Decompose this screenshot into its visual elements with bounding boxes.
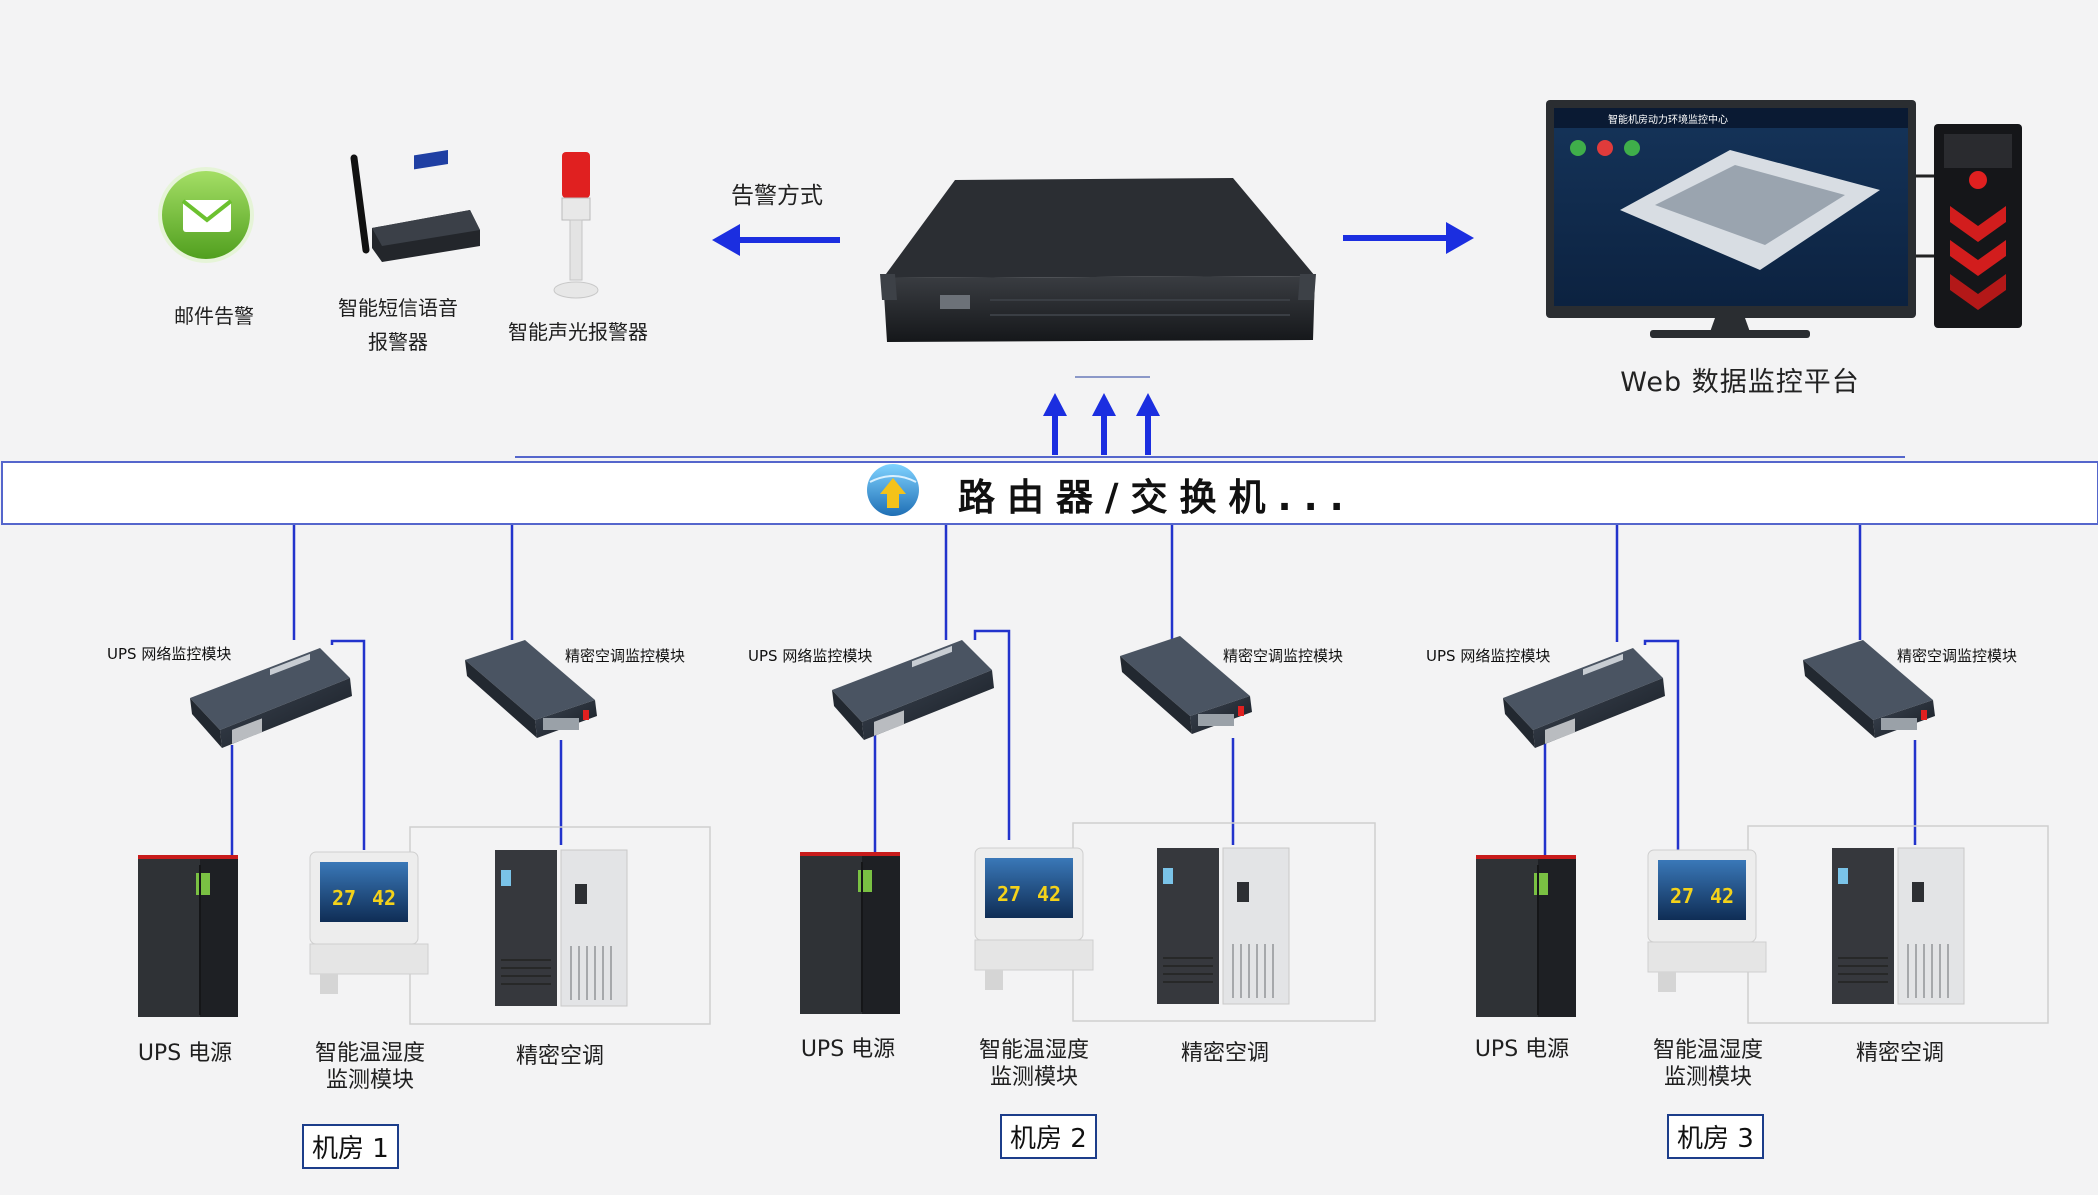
router-switch-bar bbox=[1, 461, 2098, 525]
ac-label-3: 精密空调 bbox=[1855, 1041, 1944, 1066]
beacon-alarm-label: 智能声光报警器 bbox=[508, 320, 648, 344]
alarm-method-label: 告警方式 bbox=[731, 183, 823, 209]
ups-power-label-1: UPS 电源 bbox=[137, 1041, 233, 1066]
th-sensor-1 bbox=[309, 851, 429, 995]
th-humidity-3: 42 bbox=[1710, 884, 1734, 908]
sms-alarm-label-line1: 智能短信语音 bbox=[338, 296, 458, 320]
ac-module-label-1: 精密空调监控模块 bbox=[565, 647, 686, 665]
pc-tower-icon bbox=[1916, 124, 2022, 328]
email-alarm-label: 邮件告警 bbox=[174, 304, 254, 328]
th-label-3-line1: 智能温湿度 bbox=[1652, 1038, 1763, 1063]
ups-cabinet-1 bbox=[137, 854, 239, 1018]
precision-ac-1 bbox=[494, 849, 628, 1007]
th-label-2-line1: 智能温湿度 bbox=[978, 1038, 1089, 1063]
server-icon bbox=[880, 178, 1316, 342]
ac-module-label-2: 精密空调监控模块 bbox=[1223, 647, 1344, 665]
ups-power-label-2: UPS 电源 bbox=[800, 1037, 896, 1062]
ac-label-1: 精密空调 bbox=[515, 1044, 604, 1069]
precision-ac-2 bbox=[1156, 847, 1290, 1005]
th-label-2-line2: 监测模块 bbox=[989, 1065, 1078, 1090]
th-sensor-3 bbox=[1647, 849, 1767, 993]
ups-module-label-3: UPS 网络监控模块 bbox=[1426, 647, 1551, 665]
ups-module-label-2: UPS 网络监控模块 bbox=[748, 647, 873, 665]
ups-module-label-1: UPS 网络监控模块 bbox=[107, 645, 232, 663]
ups-cabinet-2 bbox=[799, 851, 901, 1015]
ac-module-label-3: 精密空调监控模块 bbox=[1897, 647, 2018, 665]
web-platform-label: Web 数据监控平台 bbox=[1620, 367, 1860, 398]
th-label-1-line1: 智能温湿度 bbox=[314, 1041, 425, 1066]
th-sensor-2 bbox=[974, 847, 1094, 991]
globe-icon bbox=[867, 464, 919, 516]
th-temp-1: 27 bbox=[332, 886, 356, 910]
th-temp-2: 27 bbox=[997, 882, 1021, 906]
precision-ac-3 bbox=[1831, 847, 1965, 1005]
th-humidity-2: 42 bbox=[1037, 882, 1061, 906]
ups-cabinet-3 bbox=[1475, 854, 1577, 1018]
left-arrow-icon bbox=[712, 224, 740, 256]
sound-light-alarm-icon bbox=[553, 152, 599, 299]
router-switch-label: 路由器/交换机... bbox=[958, 476, 1356, 519]
monitor-screen-title: 智能机房动力环境监控中心 bbox=[1608, 113, 1728, 126]
ac-label-2: 精密空调 bbox=[1180, 1041, 1269, 1066]
room-label-1: 机房 1 bbox=[302, 1124, 399, 1169]
ups-power-label-3: UPS 电源 bbox=[1474, 1037, 1570, 1062]
monitor-icon bbox=[1546, 100, 1916, 338]
email-alarm-icon bbox=[158, 167, 254, 263]
sms-voice-alarm-icon bbox=[350, 150, 480, 262]
th-label-3-line2: 监测模块 bbox=[1663, 1065, 1752, 1090]
sms-alarm-label-line2: 报警器 bbox=[368, 330, 428, 354]
th-temp-3: 27 bbox=[1670, 884, 1694, 908]
uplink-arrows bbox=[1043, 376, 1160, 455]
room-label-3: 机房 3 bbox=[1667, 1114, 1764, 1159]
room-links bbox=[230, 525, 1917, 860]
th-label-1-line2: 监测模块 bbox=[325, 1068, 414, 1093]
th-humidity-1: 42 bbox=[372, 886, 396, 910]
right-arrow-icon bbox=[1446, 222, 1474, 254]
room-label-2: 机房 2 bbox=[1000, 1114, 1097, 1159]
